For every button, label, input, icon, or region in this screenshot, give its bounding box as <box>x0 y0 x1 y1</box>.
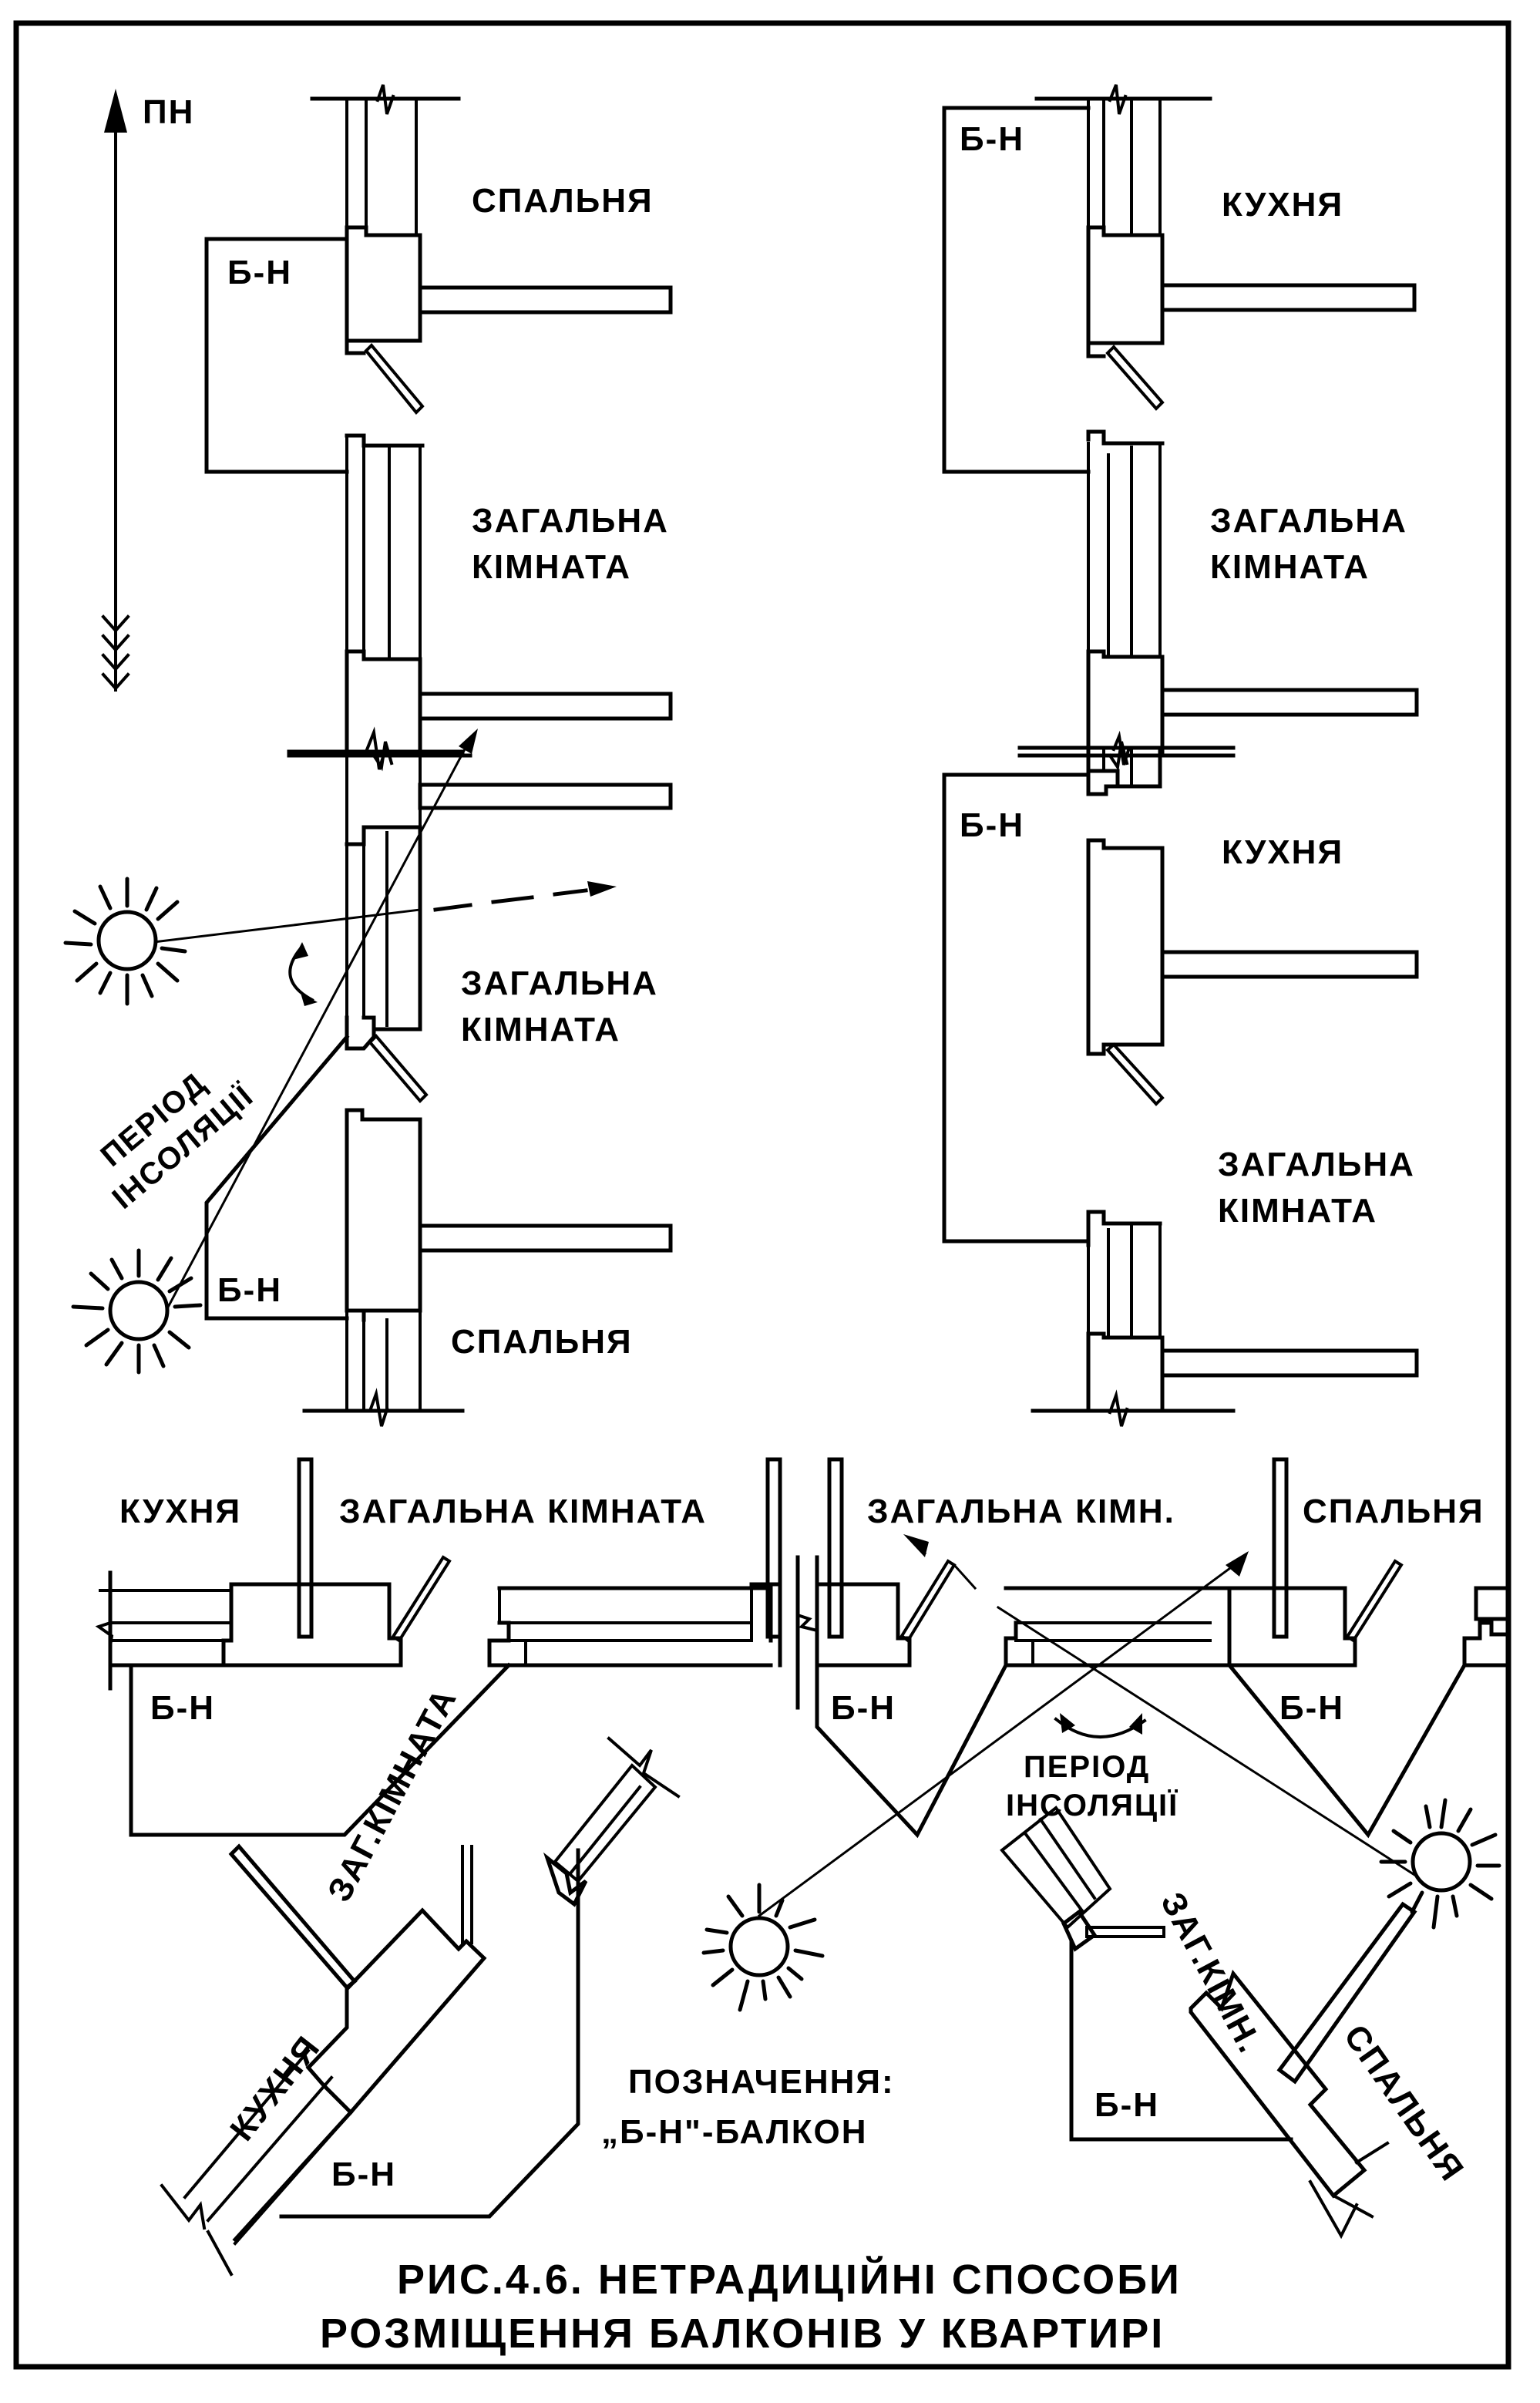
north-arrow: ПН <box>101 89 194 692</box>
sun-icon <box>63 877 187 1006</box>
panel-middle-left: Б-Н ПЕР <box>63 726 673 1427</box>
caption-line-1: РИС.4.6. НЕТРАДИЦІЙНІ СПОСОБИ <box>397 2256 1182 2303</box>
room-label-living-1: ЗАГАЛЬНА <box>1218 1146 1415 1183</box>
ray-arrowhead-icon <box>1226 1551 1249 1577</box>
balcony-label: Б-Н <box>960 120 1024 158</box>
sun-icon <box>1379 1798 1501 1930</box>
sun-icon <box>71 1248 203 1375</box>
figure-caption: РИС.4.6. НЕТРАДИЦІЙНІ СПОСОБИ РОЗМІЩЕННЯ… <box>320 2256 1182 2357</box>
room-label-living-abbr: ЗАГ.КІМНАТА <box>321 1682 465 1908</box>
panel-top-right: Б-Н КУХНЯ ЗАГАЛЬНА КІМНАТА <box>942 84 1419 772</box>
ray-arrowhead-icon <box>587 881 617 897</box>
room-label-bedroom: СПАЛЬНЯ <box>451 1323 633 1361</box>
north-label: ПН <box>143 93 194 131</box>
sun-icon <box>701 1883 825 2012</box>
balcony-label: Б-Н <box>217 1271 282 1309</box>
room-label-kitchen: КУХНЯ <box>1222 186 1343 224</box>
room-label-living-abbr: ЗАГАЛЬНА КІМН. <box>867 1493 1175 1530</box>
insolation-label-2: ІНСОЛЯЦІЇ <box>1006 1789 1179 1822</box>
room-label-bedroom: СПАЛЬНЯ <box>472 182 654 220</box>
room-label-living-1: ЗАГАЛЬНА <box>461 964 658 1002</box>
panel-bottom-strip: КУХНЯ ЗАГАЛЬНА КІМНАТА ЗАГАЛЬНА КІМН. СП… <box>95 1457 1511 2012</box>
caption-line-2: РОЗМІЩЕННЯ БАЛКОНІВ У КВАРТИРІ <box>320 2310 1165 2357</box>
panel-bottom-right-angled: ЗАГ.КІМН. СПАЛЬНЯ Б-Н <box>1000 1806 1471 2240</box>
ray-arrowhead-icon <box>459 729 478 754</box>
room-label-living-2: КІМНАТА <box>461 1011 620 1048</box>
figure-frame <box>13 20 1511 2370</box>
room-label-living-1: ЗАГАЛЬНА <box>1210 502 1407 540</box>
balcony-label: Б-Н <box>331 2156 396 2193</box>
room-label-living-2: КІМНАТА <box>1218 1192 1377 1230</box>
room-label-living-2: КІМНАТА <box>472 548 631 586</box>
panel-bottom-left-angled: КУХНЯ ЗАГ.КІМНАТА Б-Н <box>160 1682 681 2277</box>
room-label-kitchen: КУХНЯ <box>1222 833 1343 871</box>
balcony-label: Б-Н <box>1094 2086 1159 2124</box>
balcony-label: Б-Н <box>227 254 292 291</box>
balcony-label: Б-Н <box>831 1689 896 1727</box>
legend-text: „Б-Н"-БАЛКОН <box>601 2113 868 2151</box>
room-label-living: ЗАГАЛЬНА КІМНАТА <box>339 1493 707 1530</box>
balcony-label: Б-Н <box>150 1689 215 1727</box>
panel-top-left: Б-Н СПАЛЬНЯ ЗАГАЛЬНА КІМНАТА <box>204 84 673 772</box>
balcony-label: Б-Н <box>960 806 1024 844</box>
room-label-living-2: КІМНАТА <box>1210 548 1370 586</box>
room-label-living-1: ЗАГАЛЬНА <box>472 502 669 540</box>
dashed-ray <box>433 888 588 912</box>
arrow-fletching-icon <box>101 614 130 692</box>
balcony-label: Б-Н <box>1279 1689 1344 1727</box>
legend: ПОЗНАЧЕННЯ: „Б-Н"-БАЛКОН <box>601 2063 895 2151</box>
room-label-bedroom: СПАЛЬНЯ <box>1303 1493 1485 1530</box>
room-label-living-abbr: ЗАГ.КІМН. <box>1153 1886 1269 2060</box>
legend-title: ПОЗНАЧЕННЯ: <box>628 2063 895 2101</box>
room-label-kitchen: КУХНЯ <box>223 2028 328 2148</box>
panel-middle-right: Б-Н КУХНЯ ЗАГАЛЬНА КІМНАТА <box>942 730 1419 1427</box>
insolation-label-1: ПЕРІОД <box>1024 1750 1150 1784</box>
room-label-kitchen: КУХНЯ <box>119 1493 241 1530</box>
